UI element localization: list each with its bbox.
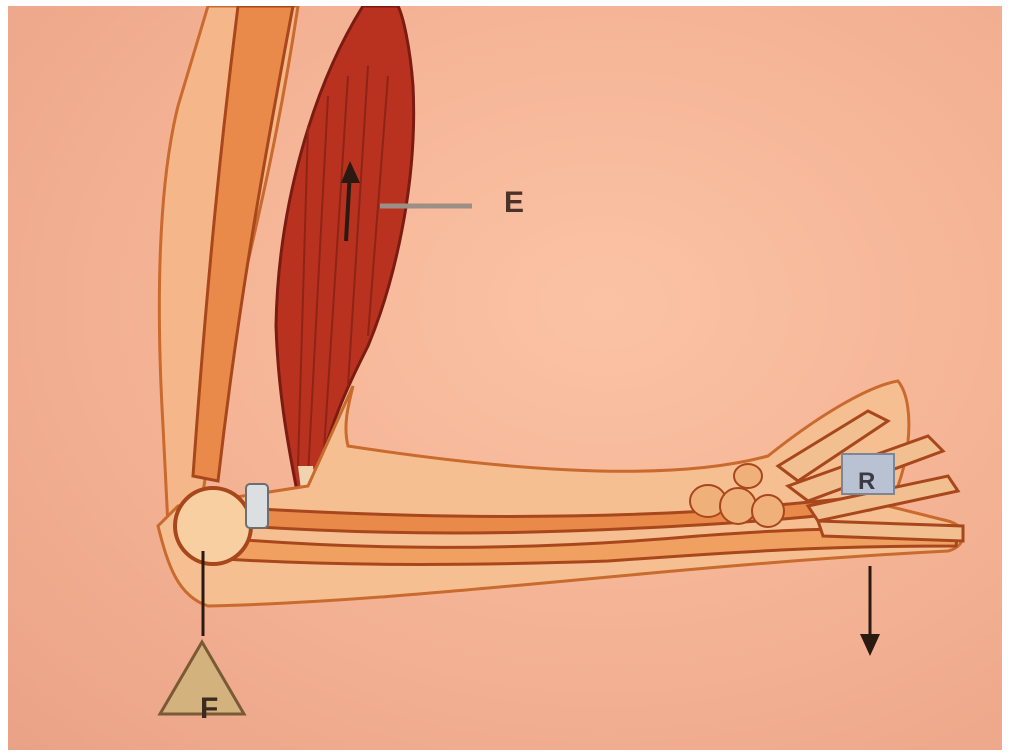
resistance-label: R [858, 468, 875, 496]
arm-lever-illustration: E R F [8, 6, 1002, 750]
elbow-cartilage [246, 484, 268, 528]
elbow-joint [175, 488, 251, 564]
resistance-arrowhead [860, 634, 880, 656]
arm-lever-svg [8, 6, 1002, 750]
effort-label: E [504, 186, 525, 220]
fulcrum-label: F [200, 692, 218, 726]
